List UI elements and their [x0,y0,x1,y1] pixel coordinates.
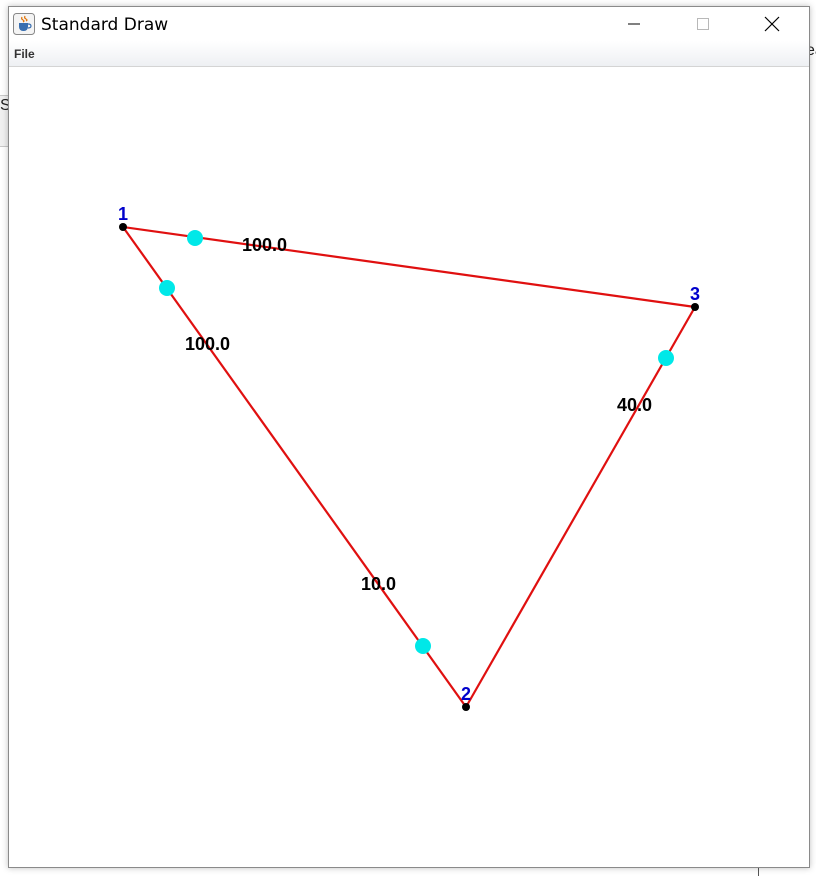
graph-node[interactable] [691,303,699,311]
edge-1-2 [122,226,467,708]
minimize-button[interactable] [611,7,657,41]
background-text-left: S [0,97,11,114]
node-label: 2 [461,684,471,704]
graph-drawing: 100.0 100.0 10.0 40.0 1 2 3 [118,204,700,711]
close-button[interactable] [749,7,795,41]
edge-label: 100.0 [185,334,230,354]
maximize-icon [697,18,709,30]
edge-3-2 [465,306,696,708]
edge-label: 10.0 [361,574,396,594]
edge-1-3 [122,225,696,309]
edge-marker [187,230,203,246]
close-icon [764,16,780,32]
node-label: 3 [690,284,700,304]
menu-file[interactable]: File [14,47,35,61]
node-label: 1 [118,204,128,224]
title-bar[interactable]: Standard Draw [9,7,809,41]
java-coffee-icon [13,13,35,35]
edge-marker [415,638,431,654]
minimize-icon [628,23,640,25]
window-title: Standard Draw [41,15,169,35]
menu-bar: File [9,41,809,67]
standard-draw-window: Standard Draw File 100.0 100.0 10.0 [8,6,810,868]
background-text-right: ea [806,42,816,59]
background-divider [758,866,759,876]
graph-node[interactable] [462,703,470,711]
edge-marker [658,350,674,366]
graph-node[interactable] [119,223,127,231]
background-toolbar-edge [0,95,10,147]
drawing-canvas[interactable]: 100.0 100.0 10.0 40.0 1 2 3 [9,67,809,867]
edge-label: 40.0 [617,395,652,415]
edge-label: 100.0 [242,235,287,255]
edge-marker [159,280,175,296]
maximize-button[interactable] [680,7,726,41]
